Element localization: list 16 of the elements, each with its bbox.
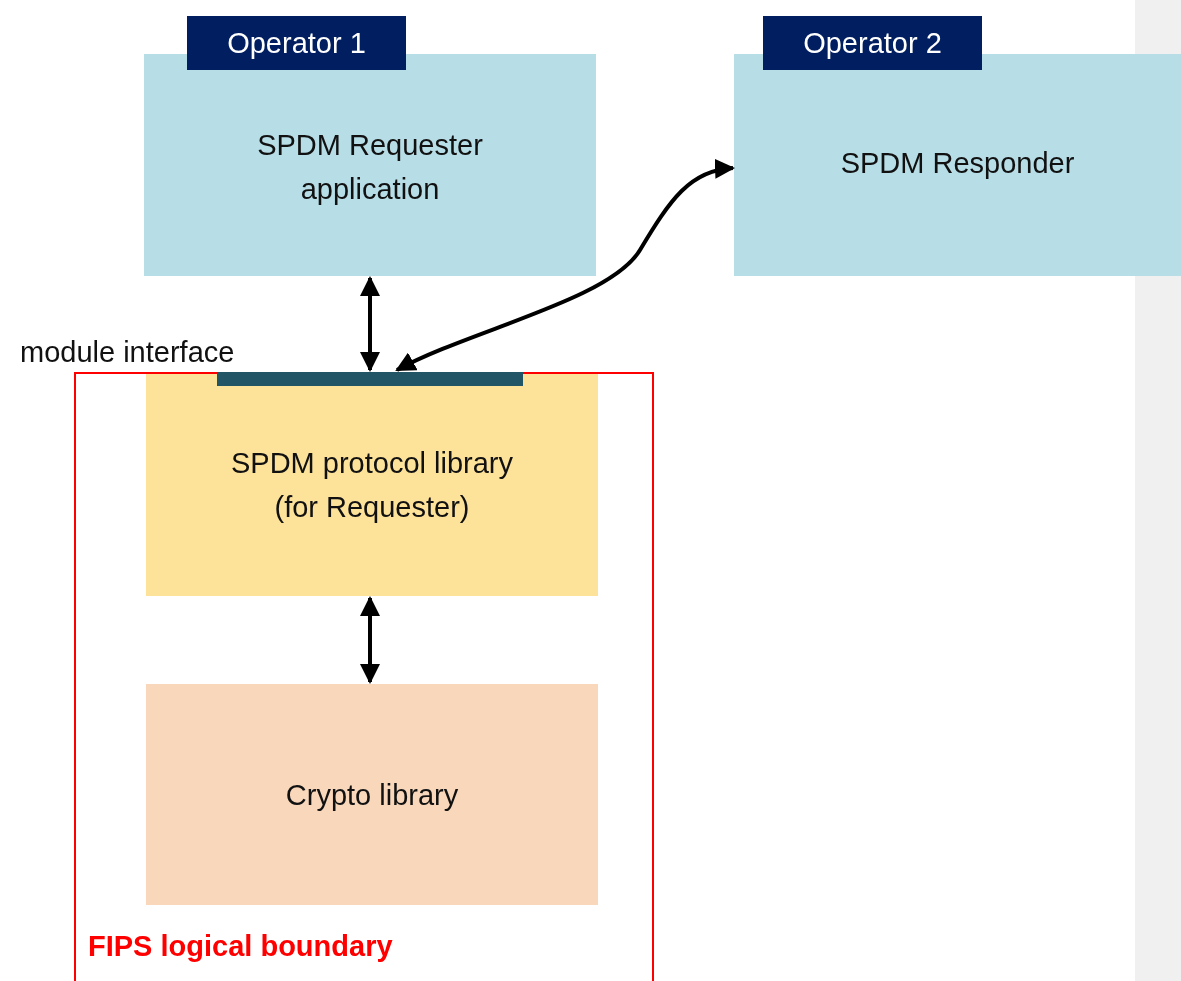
- operator-tab: [187, 16, 406, 70]
- library-box: [146, 684, 598, 905]
- arrow: [360, 276, 380, 372]
- library-box: [146, 374, 598, 596]
- arrow: [395, 159, 735, 372]
- box-label: SPDM protocol library (for Requester): [230, 446, 514, 525]
- box-label: SPDM Responder: [839, 146, 1076, 181]
- arrow: [360, 596, 380, 684]
- operator-label: Operator 1: [226, 26, 367, 61]
- boundary-label: FIPS logical boundary: [88, 930, 393, 963]
- operator-label: Operator 2: [802, 26, 943, 61]
- interface-label: module interface: [20, 335, 235, 370]
- box-label: SPDM Requester application: [256, 128, 484, 207]
- boundary-box: [74, 372, 654, 981]
- box-label: Crypto library: [284, 778, 460, 813]
- operator-tab: [763, 16, 982, 70]
